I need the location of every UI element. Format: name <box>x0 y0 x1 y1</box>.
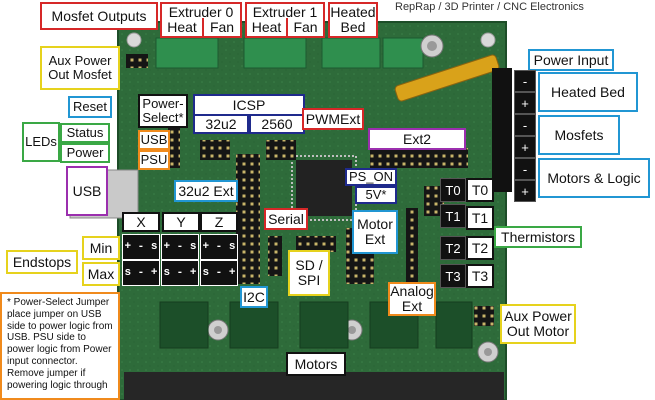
label-psu-select: PSU <box>138 150 170 170</box>
label-t2: T2 <box>466 236 494 260</box>
label-thermistors: Thermistors <box>494 226 582 248</box>
terminal-bed-plus: + <box>514 92 536 114</box>
label-32u2-ext: 32u2 Ext <box>174 180 238 202</box>
terminal-mosfets-minus: - <box>514 114 536 136</box>
terminal-bed-minus: - <box>514 70 536 92</box>
endstop-x-max: s - + <box>122 260 160 286</box>
label-extruder1-heat: Heat <box>245 18 286 38</box>
label-serial: Serial <box>264 208 308 230</box>
label-extruder1-fan: Fan <box>286 18 325 38</box>
label-endstop-x: X <box>122 212 160 232</box>
label-analog-ext: Analog Ext <box>388 282 436 316</box>
terminal-logic-plus: + <box>514 180 536 202</box>
label-extruder0-title: Extruder 0 <box>160 2 242 20</box>
label-status: Status <box>60 123 110 143</box>
label-min: Min <box>82 236 120 260</box>
label-pwmext: PWMExt <box>302 108 364 130</box>
endstop-z-max: s - + <box>200 260 238 286</box>
terminal-mosfets-plus: + <box>514 136 536 158</box>
thermistor-t3: T3 <box>440 264 466 288</box>
label-extruder0-heat: Heat <box>160 18 202 38</box>
thermistor-t2: T2 <box>440 236 466 260</box>
label-i2c: I2C <box>240 286 268 308</box>
label-heated-bed-sub: Bed <box>328 18 378 38</box>
label-reset: Reset <box>68 96 112 118</box>
label-aux-power-out-motor: Aux Power Out Motor <box>500 304 576 344</box>
label-heated-bed-input: Heated Bed <box>538 72 638 112</box>
label-extruder0-fan: Fan <box>202 18 242 38</box>
label-power-select: Power-Select* <box>138 94 188 128</box>
label-icsp-2560: 2560 <box>249 114 305 134</box>
label-mosfet-outputs: Mosfet Outputs <box>40 2 158 30</box>
label-motors: Motors <box>286 352 346 376</box>
label-extruder1-title: Extruder 1 <box>245 2 325 20</box>
label-motor-ext: Motor Ext <box>352 210 398 254</box>
label-endstop-z: Z <box>200 212 238 232</box>
label-icsp: ICSP <box>193 94 305 116</box>
mcu-chip <box>296 160 352 216</box>
label-endstop-y: Y <box>162 212 200 232</box>
label-endstops: Endstops <box>6 250 78 274</box>
endstop-y-max: s - + <box>161 260 199 286</box>
label-max: Max <box>82 262 120 286</box>
label-sd-spi: SD / SPI <box>288 250 330 296</box>
label-ext2: Ext2 <box>368 128 466 150</box>
header-text: RepRap / 3D Printer / CNC Electronics <box>395 1 584 13</box>
label-motors-logic-input: Motors & Logic <box>538 158 650 198</box>
endstop-y-min: + - s <box>161 234 199 260</box>
label-power: Power <box>60 143 110 163</box>
label-mosfets-input: Mosfets <box>538 115 620 155</box>
label-5v: 5V* <box>355 186 397 204</box>
endstop-x-min: + - s <box>122 234 160 260</box>
label-leds: LEDs <box>22 122 60 162</box>
label-icsp-32u2: 32u2 <box>193 114 249 134</box>
thermistor-t1: T1 <box>440 204 466 228</box>
label-usb-select: USB <box>138 130 170 150</box>
terminal-logic-minus: - <box>514 158 536 180</box>
label-power-input: Power Input <box>528 49 614 71</box>
label-t3: T3 <box>466 264 494 288</box>
label-ps-on: PS_ON <box>345 168 397 186</box>
label-t0: T0 <box>466 178 494 202</box>
footnote-power-select: * Power-Select Jumper place jumper on US… <box>0 292 120 400</box>
label-t1: T1 <box>466 206 494 230</box>
label-heated-bed-title: Heated <box>328 2 378 20</box>
endstop-z-min: + - s <box>200 234 238 260</box>
label-aux-power-out-mosfet: Aux Power Out Mosfet <box>40 46 120 90</box>
label-usb: USB <box>66 166 108 216</box>
thermistor-t0: T0 <box>440 178 466 202</box>
